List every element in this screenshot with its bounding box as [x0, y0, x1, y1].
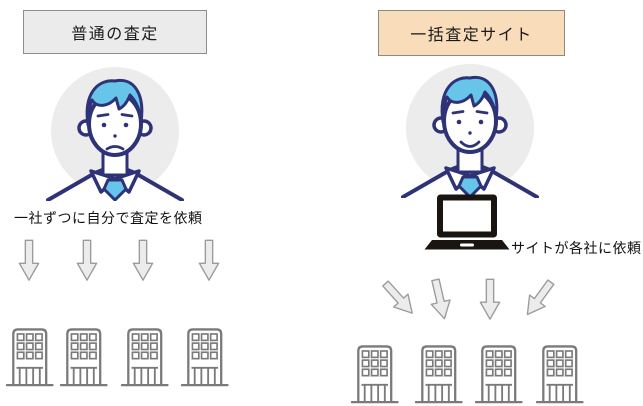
laptop-icon	[423, 194, 511, 252]
left-header-box: 普通の査定	[23, 10, 207, 54]
block-down-arrow-icon	[376, 274, 422, 322]
right-header-label: 一括査定サイト	[410, 27, 533, 44]
block-down-arrow-icon	[198, 238, 220, 283]
block-down-arrow-icon	[424, 275, 456, 324]
office-building-icon	[121, 323, 169, 387]
block-down-arrow-icon	[132, 238, 154, 283]
right-header-box: 一括査定サイト	[378, 10, 565, 56]
office-building-icon	[181, 323, 229, 387]
person-smiling-icon	[400, 58, 540, 198]
block-down-arrow-icon	[76, 238, 98, 283]
office-building-icon	[475, 340, 523, 404]
office-building-icon	[6, 323, 54, 387]
left-header-label: 普通の査定	[71, 26, 159, 43]
person-neutral-icon	[45, 61, 185, 201]
block-down-arrow-icon	[517, 274, 561, 323]
office-building-icon	[536, 340, 584, 404]
block-down-arrow-icon	[479, 277, 501, 322]
office-building-icon	[415, 340, 463, 404]
office-building-icon	[351, 340, 399, 404]
left-caption: 一社ずつに自分で査定を依頼	[14, 210, 203, 226]
block-down-arrow-icon	[18, 238, 40, 283]
right-caption: サイトが各社に依頼	[511, 240, 642, 256]
office-building-icon	[60, 323, 108, 387]
